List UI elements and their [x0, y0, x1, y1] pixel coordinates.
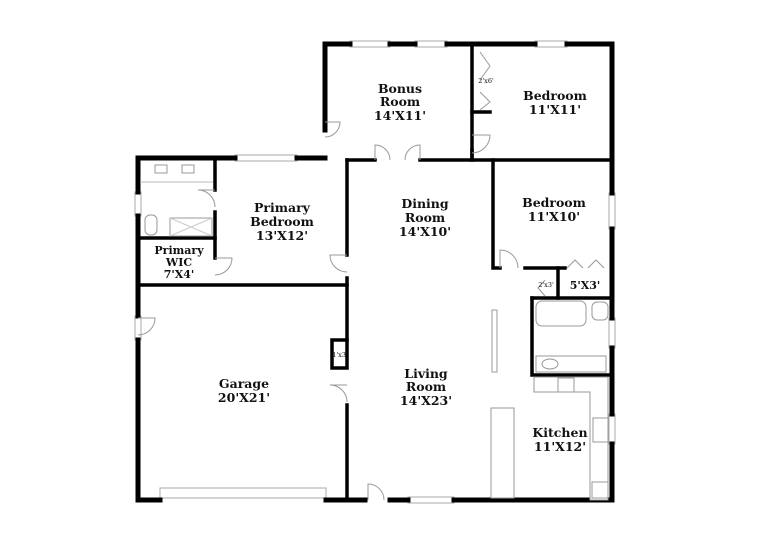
- svg-text:Primary: Primary: [154, 244, 204, 257]
- svg-text:7'X4': 7'X4': [164, 268, 195, 281]
- svg-text:13'X12': 13'X12': [256, 228, 308, 243]
- room-label-primary-wic: Primary WIC 7'X4': [154, 244, 204, 281]
- svg-text:Bonus: Bonus: [378, 81, 422, 96]
- svg-text:Primary: Primary: [254, 200, 311, 215]
- svg-text:Bedroom: Bedroom: [522, 195, 586, 210]
- room-label-bedroom-2: Bedroom 11'X10': [522, 195, 586, 224]
- room-label-dining-room: Dining Room 14'X10': [399, 196, 451, 239]
- closet-label-2x3: 2'x3': [538, 281, 554, 289]
- svg-text:Living: Living: [404, 366, 448, 381]
- svg-text:Room: Room: [406, 379, 446, 394]
- room-label-bonus-room: Bonus Room 14'X11': [374, 81, 426, 123]
- svg-text:11'X10': 11'X10': [528, 209, 580, 224]
- room-label-primary-bedroom: Primary Bedroom 13'X12': [250, 200, 314, 243]
- svg-text:Room: Room: [380, 94, 420, 109]
- svg-text:WIC: WIC: [165, 256, 192, 269]
- svg-text:14'X10': 14'X10': [399, 224, 451, 239]
- room-labels: Bonus Room 14'X11' Bedroom 11'X11' 2'x6'…: [154, 77, 600, 454]
- svg-text:14'X11': 14'X11': [374, 108, 426, 123]
- svg-text:Dining: Dining: [401, 196, 449, 211]
- closet-label-5x3: 5'X3': [570, 279, 601, 292]
- room-label-garage: Garage 20'X21': [218, 376, 270, 405]
- svg-text:Kitchen: Kitchen: [532, 425, 587, 440]
- exterior-walls: [135, 41, 615, 503]
- closet-label-1x3: 1'x3': [332, 351, 348, 359]
- svg-text:14'X23': 14'X23': [400, 393, 452, 408]
- svg-text:20'X21': 20'X21': [218, 390, 270, 405]
- svg-text:Room: Room: [405, 210, 445, 225]
- room-label-bedroom-1: Bedroom 11'X11': [523, 88, 587, 117]
- svg-text:Garage: Garage: [219, 376, 269, 391]
- room-label-living-room: Living Room 14'X23': [400, 366, 452, 408]
- svg-text:Bedroom: Bedroom: [523, 88, 587, 103]
- closet-label-2x6: 2'x6': [478, 77, 494, 85]
- svg-text:11'X12': 11'X12': [534, 439, 586, 454]
- svg-text:11'X11': 11'X11': [529, 102, 581, 117]
- doors: [137, 51, 605, 501]
- fixtures: [140, 164, 609, 501]
- room-label-kitchen: Kitchen 11'X12': [532, 425, 587, 454]
- svg-text:Bedroom: Bedroom: [250, 214, 314, 229]
